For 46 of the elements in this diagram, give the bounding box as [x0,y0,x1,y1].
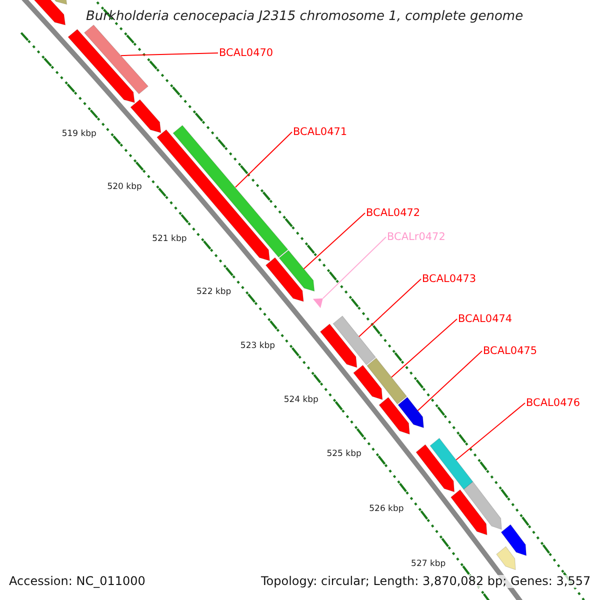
leader-line [456,402,526,460]
scale-label: 523 kbp [240,340,276,354]
scale-label: 524 kbp [284,394,318,408]
leader-line [303,212,366,270]
gene-feature [332,316,376,366]
gene-feature [68,28,135,103]
leader-line [234,132,292,188]
gene-feature [450,489,488,536]
gene-feature [398,396,424,428]
genome-summary: Topology: circular; Length: 3,870,082 bp; Genes: 3,557 [260,575,592,588]
leader-line [322,236,386,299]
accession-text: Accession: NC_011000 [8,575,146,588]
gene-feature [320,324,358,368]
gene-feature [130,99,162,134]
gene-feature [366,358,408,405]
gene-label: BCAL0470 [219,47,274,60]
scale-label: 525 kbp [326,448,362,462]
scale-label: 519 kbp [62,128,96,142]
gene-feature [353,364,383,400]
gene-feature [378,396,410,435]
gene-feature [278,250,315,292]
gene-label: BCAL0475 [483,345,538,358]
gene-label: BCAL0476 [526,397,580,410]
gene-feature [172,124,288,258]
gene-feature [496,546,516,570]
gene-feature [463,481,502,530]
gene-feature [265,257,304,302]
leader-line [358,278,422,338]
scale-label: 520 kbp [107,180,142,194]
scale-label: 521 kbp [152,233,187,246]
scale-label: 526 kbp [369,503,404,516]
leader-line [417,350,482,412]
gene-feature [84,24,149,94]
gene-label: BCALr0472 [387,231,446,244]
gene-label: BCAL0473 [422,273,476,286]
gene-feature [500,524,527,556]
gene-label: BCAL0471 [293,126,348,139]
gene-label: BCAL0472 [366,207,420,220]
gene-feature [430,438,474,490]
leader-line [391,318,458,378]
gene-feature [416,444,455,492]
gene-feature [312,298,323,308]
scale-label: 527 kbp [411,558,446,572]
scale-label: 522 kbp [196,286,232,300]
gene-label: BCAL0474 [458,313,512,326]
leader-line [120,52,218,56]
